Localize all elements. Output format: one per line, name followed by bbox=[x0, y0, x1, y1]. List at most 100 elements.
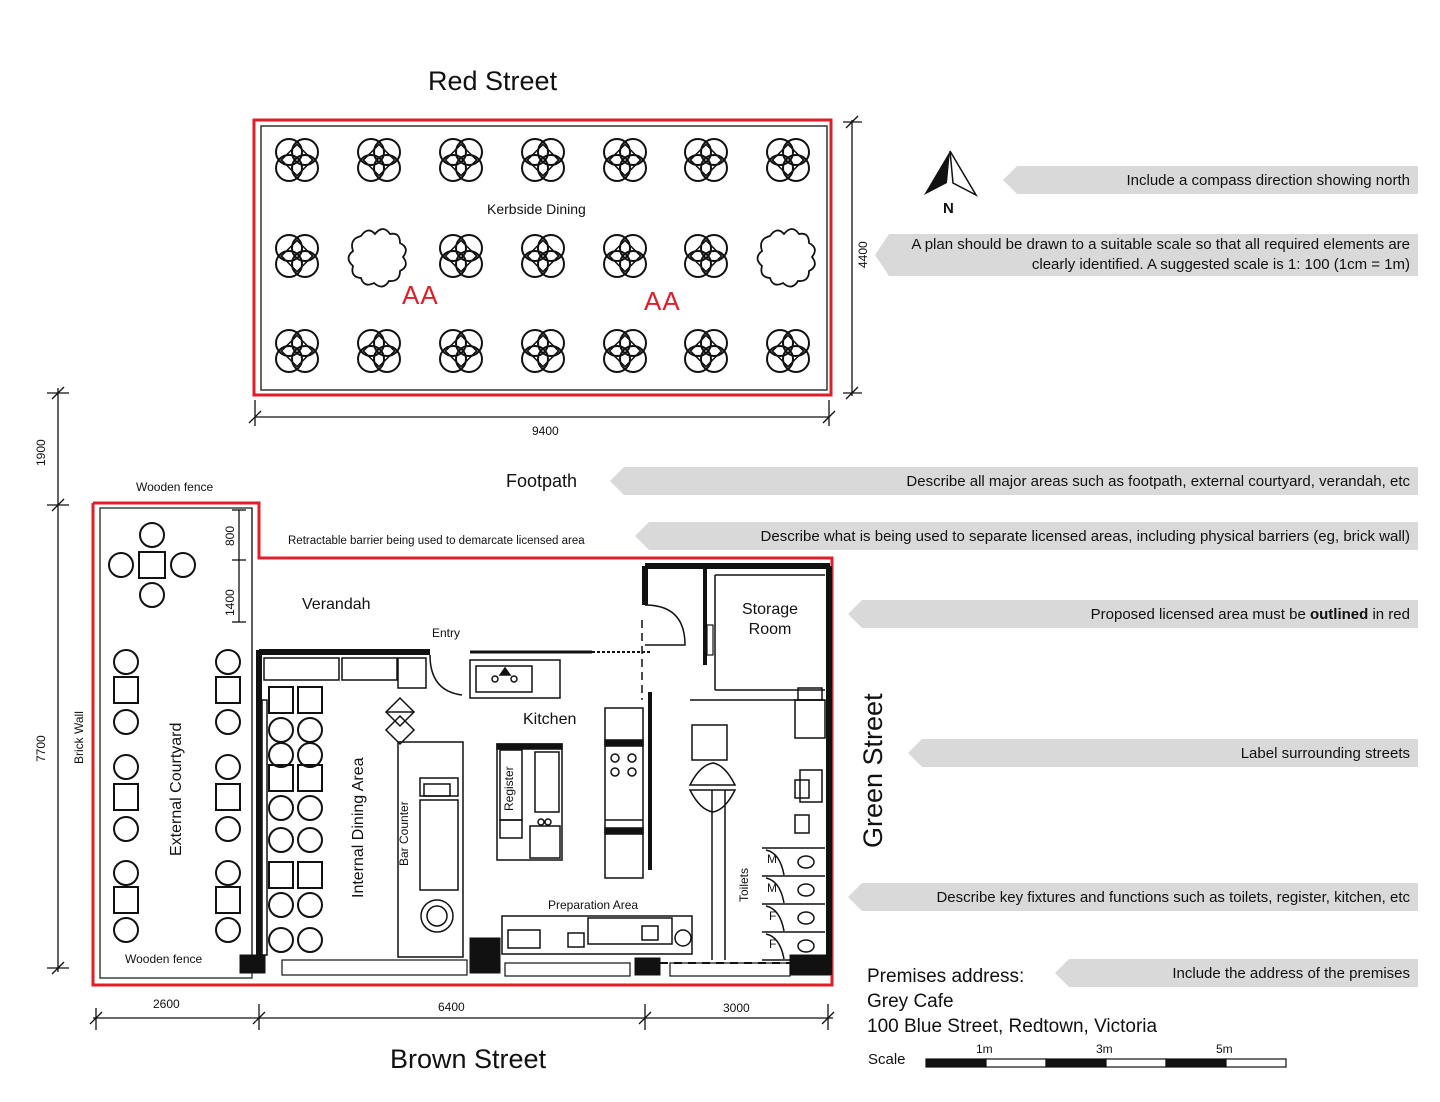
courtyard-chair bbox=[113, 917, 139, 943]
dim-kerb-depth: 4400 bbox=[856, 241, 870, 268]
dim-right-width: 3000 bbox=[723, 1001, 750, 1015]
brick-wall-label: Brick Wall bbox=[72, 711, 86, 764]
courtyard-chair bbox=[113, 649, 139, 675]
kerbside-table-set bbox=[275, 329, 319, 373]
scale-bar bbox=[925, 1058, 1287, 1068]
wooden-fence-bottom-label: Wooden fence bbox=[125, 952, 203, 966]
dim-fence-800: 800 bbox=[223, 525, 237, 546]
kerbside-table-set bbox=[521, 234, 565, 278]
scale-label: Scale bbox=[868, 1051, 906, 1068]
register-label: Register bbox=[502, 766, 516, 811]
storage-room-label: Storage Room bbox=[741, 601, 799, 638]
callout-outline-post: in red bbox=[1372, 605, 1410, 623]
dining-chair bbox=[268, 827, 294, 853]
premises-street: 100 Blue Street, Redtown, Victoria bbox=[867, 1016, 1158, 1037]
building-walls bbox=[239, 563, 832, 977]
dim-main-depth: 7700 bbox=[34, 735, 48, 762]
preparation-area-label: Preparation Area bbox=[548, 898, 639, 912]
callout-outline-pre: Proposed licensed area must be bbox=[1090, 605, 1306, 623]
callout-scale: A plan should be drawn to a suitable sca… bbox=[875, 234, 1418, 276]
courtyard-chair bbox=[215, 917, 241, 943]
dining-chair bbox=[297, 892, 323, 918]
bar-counter-label: Bar Counter bbox=[397, 801, 411, 866]
dining-table bbox=[268, 764, 294, 792]
courtyard-table bbox=[215, 676, 241, 704]
dining-table bbox=[268, 686, 294, 714]
toilet-female-2: F bbox=[769, 937, 777, 951]
callout-streets: Label surrounding streets bbox=[908, 739, 1418, 767]
barrier-label: Retractable barrier being used to demarc… bbox=[288, 535, 585, 547]
kerbside-table-set bbox=[275, 138, 319, 182]
kerbside-inner-border bbox=[260, 125, 828, 391]
kerbside-table-set bbox=[275, 234, 319, 278]
callout-address: Include the address of the premises bbox=[1055, 959, 1418, 987]
callout-outline-bold: outlined bbox=[1309, 605, 1369, 623]
toilet-block bbox=[688, 687, 826, 961]
tree-icon bbox=[347, 228, 407, 288]
dining-table bbox=[297, 686, 323, 714]
entry-label: Entry bbox=[432, 626, 461, 640]
kerbside-table-set bbox=[439, 329, 483, 373]
courtyard-chair bbox=[215, 649, 241, 675]
tree-icon bbox=[756, 228, 816, 288]
kerbside-dining-label: Kerbside Dining bbox=[487, 201, 586, 217]
dining-chair bbox=[268, 717, 294, 743]
north-arrow-icon bbox=[924, 150, 978, 197]
external-courtyard-label: External Courtyard bbox=[168, 722, 185, 856]
footpath-label: Footpath bbox=[506, 471, 578, 491]
premises-name: Grey Cafe bbox=[867, 991, 954, 1012]
kerbside-table-set bbox=[357, 138, 401, 182]
courtyard-table bbox=[113, 676, 139, 704]
compass-north-label: N bbox=[943, 200, 954, 217]
dining-chair bbox=[297, 717, 323, 743]
dining-table bbox=[297, 764, 323, 792]
callout-outline: Proposed licensed area must be outlined … bbox=[848, 600, 1418, 628]
kerbside-furniture bbox=[275, 138, 816, 373]
kerbside-table-set bbox=[521, 138, 565, 182]
main-licensed-outline bbox=[91, 501, 834, 987]
kerbside-dimension-lines bbox=[47, 115, 862, 1030]
courtyard-table bbox=[113, 886, 139, 914]
aa-marker-right: AA bbox=[644, 286, 681, 316]
aa-marker-left: AA bbox=[402, 280, 439, 310]
internal-dining-furniture bbox=[261, 657, 427, 956]
street-label-east: Green Street bbox=[858, 693, 888, 848]
dining-chair bbox=[297, 927, 323, 953]
street-label-south: Brown Street bbox=[390, 1044, 547, 1074]
dining-chair bbox=[297, 827, 323, 853]
kerbside-licensed-outline bbox=[252, 118, 833, 397]
dining-chair bbox=[268, 892, 294, 918]
internal-dining-sets bbox=[268, 686, 323, 953]
kerbside-table-set bbox=[439, 234, 483, 278]
dim-court-width: 2600 bbox=[153, 997, 180, 1011]
kerbside-table-set bbox=[521, 329, 565, 373]
courtyard-chair bbox=[215, 754, 241, 780]
toilets-label: Toilets bbox=[737, 867, 751, 902]
courtyard-chair bbox=[215, 816, 241, 842]
verandah-label: Verandah bbox=[302, 596, 371, 613]
callout-fixtures: Describe key fixtures and functions such… bbox=[848, 883, 1418, 911]
courtyard-table bbox=[215, 886, 241, 914]
kerbside-table-set bbox=[766, 329, 810, 373]
internal-dining-label: Internal Dining Area bbox=[350, 757, 367, 898]
scale-tick-5m: 5m bbox=[1216, 1042, 1233, 1056]
kitchen-fixtures bbox=[469, 659, 644, 879]
kerbside-table-set bbox=[684, 329, 728, 373]
courtyard-chair bbox=[113, 816, 139, 842]
courtyard-chair bbox=[215, 709, 241, 735]
wooden-fence-top-label: Wooden fence bbox=[136, 480, 214, 494]
bar-counter bbox=[384, 696, 464, 958]
kerbside-table-set bbox=[603, 138, 647, 182]
dining-chair bbox=[268, 742, 294, 768]
scale-tick-1m: 1m bbox=[976, 1042, 993, 1056]
dim-kerb-width: 9400 bbox=[532, 424, 559, 438]
dining-chair bbox=[268, 927, 294, 953]
callout-areas: Describe all major areas such as footpat… bbox=[610, 467, 1418, 495]
premises-heading: Premises address: bbox=[867, 966, 1025, 987]
courtyard-chair bbox=[215, 860, 241, 886]
dim-mid-width: 6400 bbox=[438, 1000, 465, 1014]
dining-chair bbox=[297, 795, 323, 821]
dining-chair bbox=[297, 742, 323, 768]
